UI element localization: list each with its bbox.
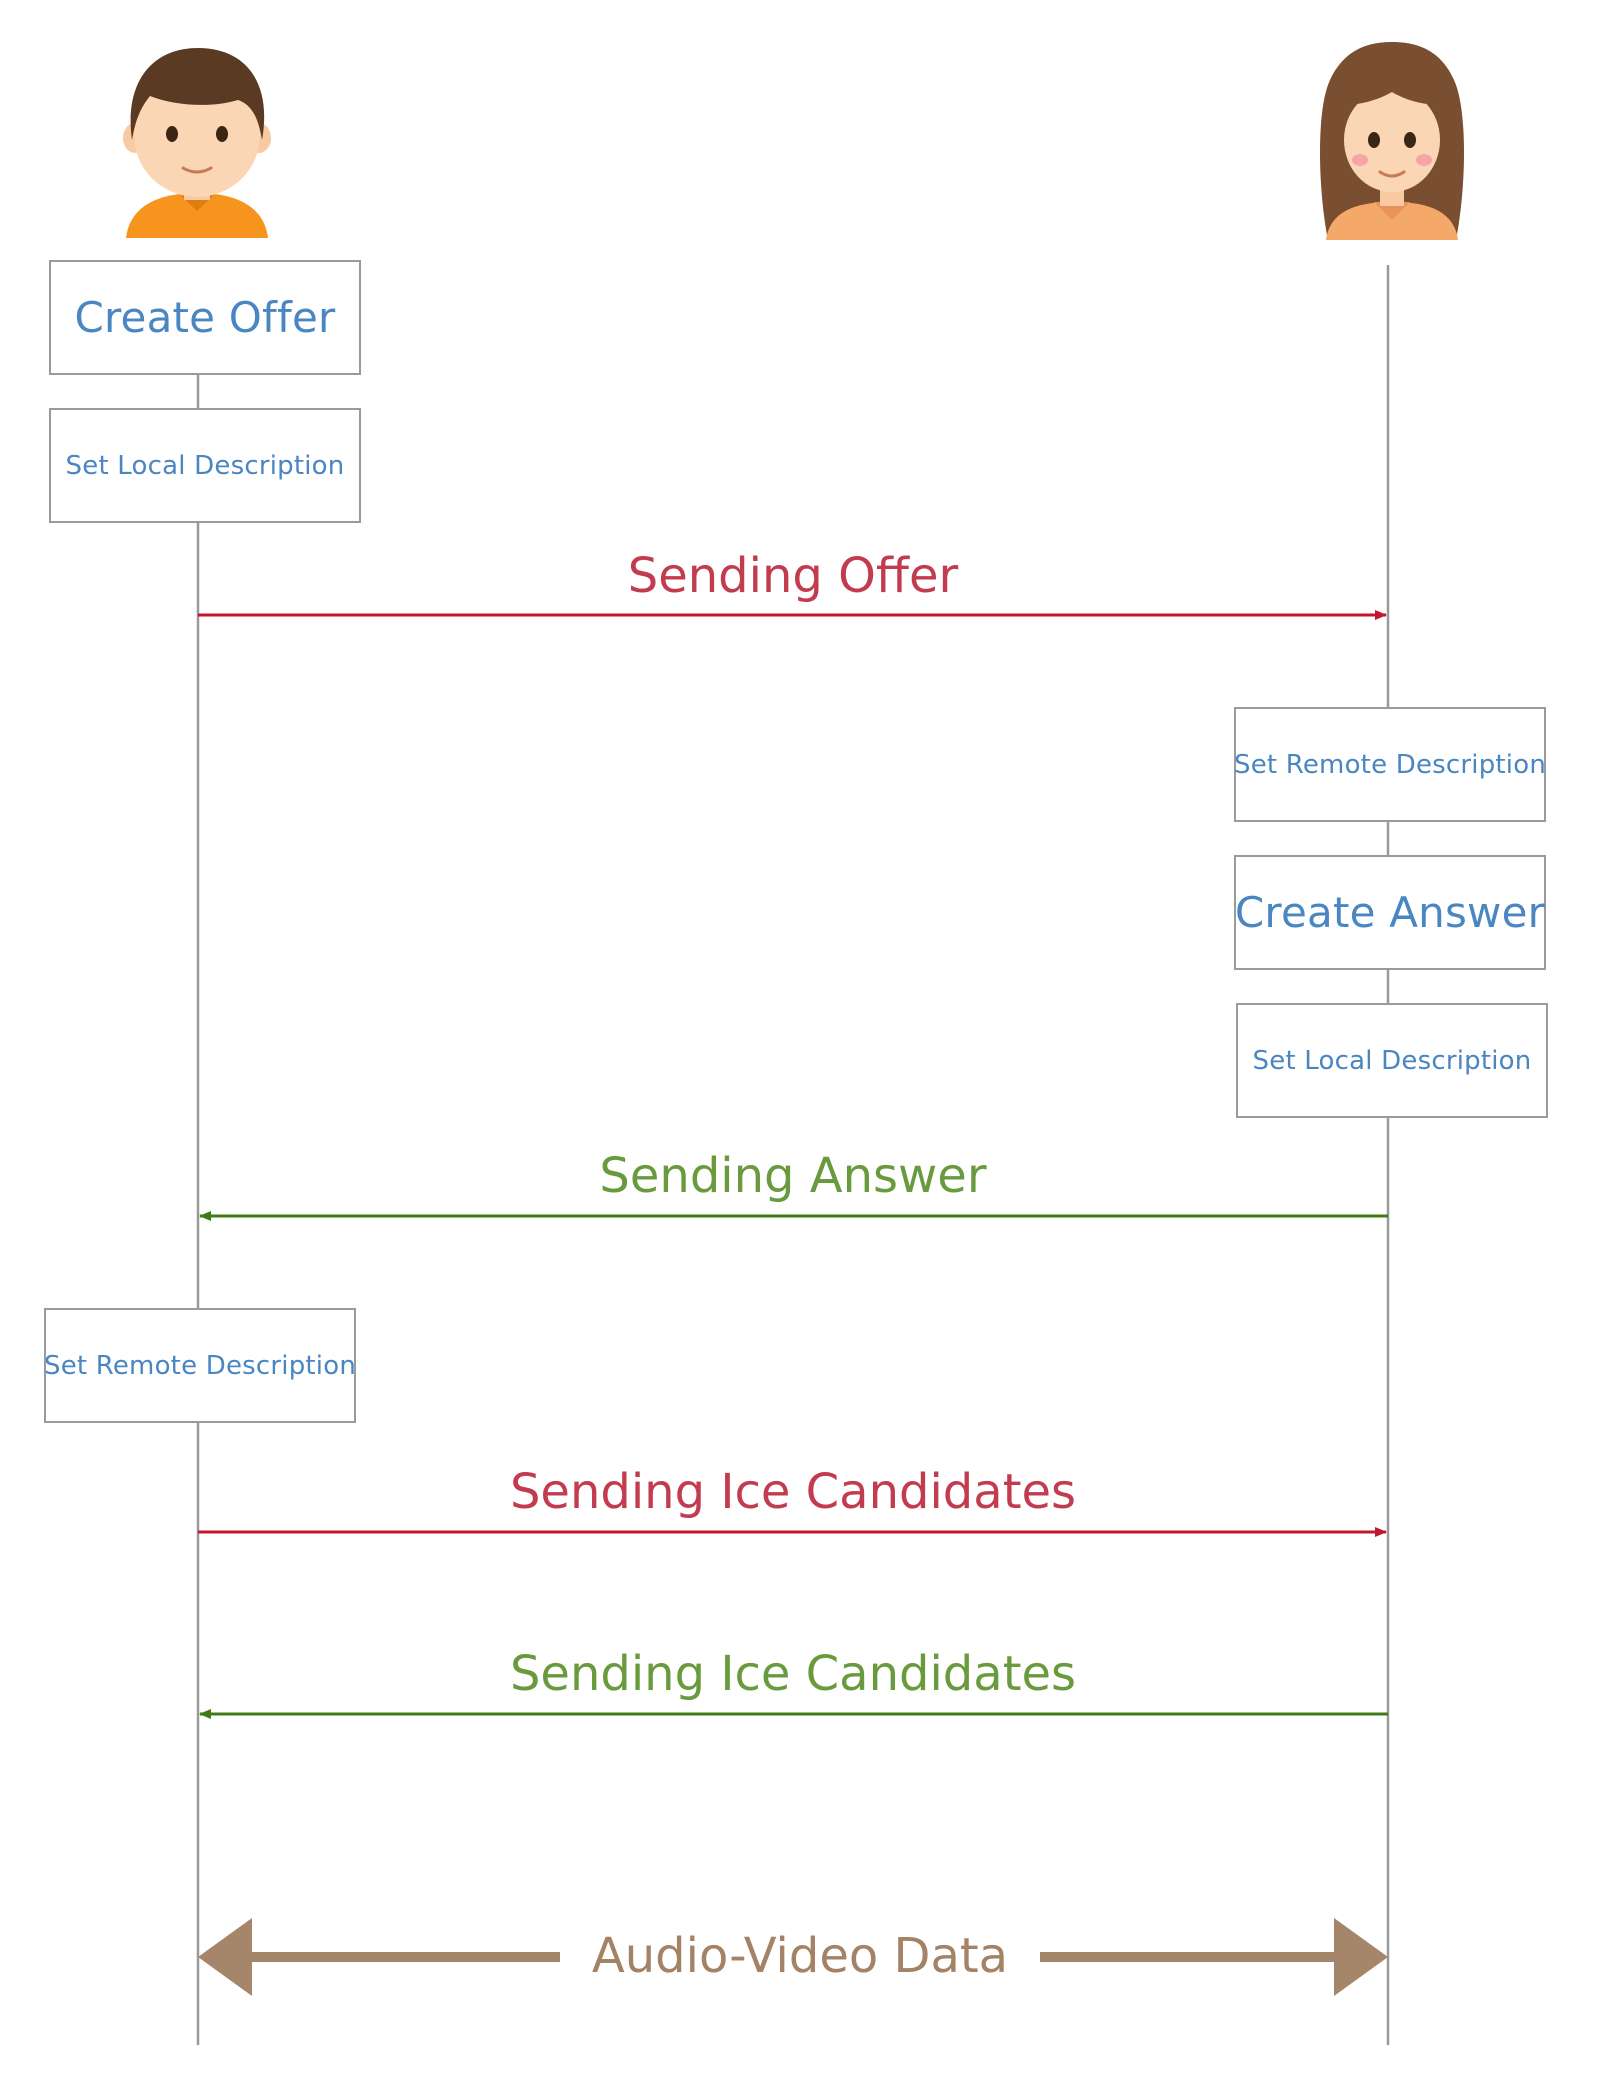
audio-video-right-head xyxy=(1334,1918,1388,1996)
ice-candidates-left-label: Sending Ice Candidates xyxy=(509,1646,1077,1702)
audio-video-left-head xyxy=(198,1918,252,1996)
sending-answer-label: Sending Answer xyxy=(599,1148,987,1204)
boy-avatar xyxy=(123,48,271,238)
audio-video-data-label: Audio-Video Data xyxy=(560,1928,1040,1984)
left-set-remote-description-box: Set Remote Description xyxy=(44,1308,356,1423)
ice-candidates-right-label: Sending Ice Candidates xyxy=(509,1464,1077,1520)
create-answer-box: Create Answer xyxy=(1234,855,1546,970)
right-set-remote-description-box: Set Remote Description xyxy=(1234,707,1546,822)
sending-offer-label: Sending Offer xyxy=(627,548,959,604)
create-offer-box: Create Offer xyxy=(49,260,361,375)
girl-avatar xyxy=(1320,42,1464,240)
right-set-local-description-box: Set Local Description xyxy=(1236,1003,1548,1118)
left-set-local-description-box: Set Local Description xyxy=(49,408,361,523)
